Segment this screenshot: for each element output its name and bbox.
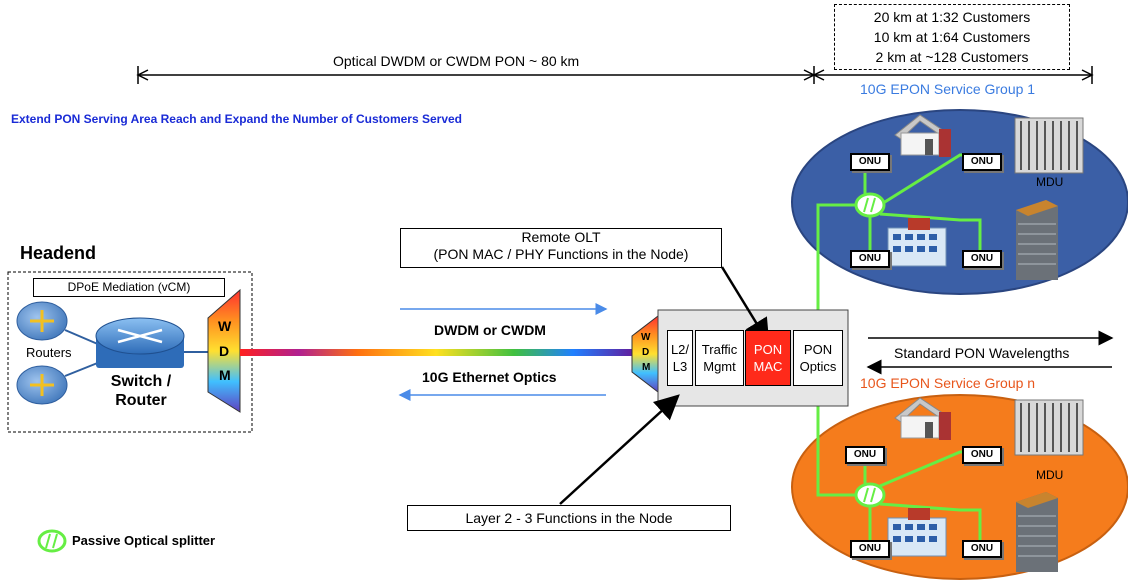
cell-traffic-mgmt: Traffic Mgmt <box>695 330 744 386</box>
wdm-letter: M <box>642 362 651 373</box>
splitter-icon-group-1 <box>854 192 886 218</box>
service-group-n-label: 10G EPON Service Group n <box>860 375 1036 391</box>
dpoe-mediation-label: DPoE Mediation (vCM) <box>33 278 225 297</box>
mdu-label: MDU <box>1036 468 1064 482</box>
headend-title: Headend <box>20 243 97 263</box>
switch-router-label: Switch / Router <box>110 373 172 409</box>
service-group-1-label: 10G EPON Service Group 1 <box>860 81 1036 97</box>
onu-box: ONU <box>962 153 1002 171</box>
router-link <box>64 329 101 346</box>
splitter-icon-group-n <box>854 482 886 508</box>
routers-label: Routers <box>26 345 72 360</box>
ethernet-optics-label: 10G Ethernet Optics <box>422 369 557 385</box>
remote-olt-box: Remote OLT (PON MAC / PHY Functions in t… <box>400 228 722 268</box>
layer-callout-arrow <box>559 394 680 505</box>
remote-olt-title: Remote OLT <box>521 229 601 245</box>
onu-box: ONU <box>845 446 885 464</box>
wdm-letter: W <box>218 318 232 334</box>
wdm-letter: W <box>641 332 651 343</box>
office-building-icon <box>887 218 947 267</box>
legend-label: Passive Optical splitter <box>72 533 216 548</box>
distance-line: 10 km at 1:64 Customers <box>873 29 1031 45</box>
wdm-letter: D <box>219 343 230 359</box>
router-icon <box>16 365 68 405</box>
tagline: Extend PON Serving Area Reach and Expand… <box>11 112 463 126</box>
house-icon <box>894 397 951 440</box>
mdu-building-icon <box>1014 399 1084 456</box>
dwdm-label: DWDM or CWDM <box>434 322 546 338</box>
cell-l2-l3: L2/ L3 <box>667 330 693 386</box>
onu-box: ONU <box>850 153 890 171</box>
switch-router-icon <box>95 317 185 368</box>
house-icon <box>894 114 951 157</box>
onu-box: ONU <box>962 250 1002 268</box>
cell-pon-optics: PON Optics <box>793 330 843 386</box>
remote-olt-callout-arrow <box>720 266 770 345</box>
splitter-icon-legend <box>37 529 67 553</box>
pon-wavelengths-label: Standard PON Wavelengths <box>894 345 1070 361</box>
office-building-icon <box>887 508 947 557</box>
distance-box: 20 km at 1:32 Customers 10 km at 1:64 Cu… <box>834 4 1070 70</box>
wdm-mux-headend <box>207 288 241 413</box>
reach-dimension-line <box>136 66 1094 84</box>
remote-olt-subtitle: (PON MAC / PHY Functions in the Node) <box>433 246 689 262</box>
node-cells: L2/ L3 Traffic Mgmt PON MAC PON Optics <box>658 310 848 406</box>
onu-box: ONU <box>850 540 890 558</box>
onu-box: ONU <box>962 540 1002 558</box>
router-icon <box>16 301 68 341</box>
onu-box: ONU <box>962 446 1002 464</box>
distance-line: 2 km at ~128 Customers <box>875 49 1029 65</box>
distance-line: 20 km at 1:32 Customers <box>873 9 1031 25</box>
onu-box: ONU <box>850 250 890 268</box>
router-link <box>64 361 101 377</box>
headend-box <box>7 271 253 433</box>
cell-pon-mac: PON MAC <box>745 330 791 386</box>
wdm-letter: D <box>642 347 650 358</box>
layer-functions-box: Layer 2 - 3 Functions in the Node <box>407 505 731 531</box>
mdu-label: MDU <box>1036 175 1064 189</box>
tower-building-icon <box>1016 200 1058 280</box>
reach-label: Optical DWDM or CWDM PON ~ 80 km <box>333 53 580 69</box>
tower-building-icon <box>1016 492 1058 572</box>
wdm-letter: M <box>219 367 231 383</box>
dwdm-fiber <box>240 349 632 356</box>
mdu-building-icon <box>1014 117 1084 174</box>
